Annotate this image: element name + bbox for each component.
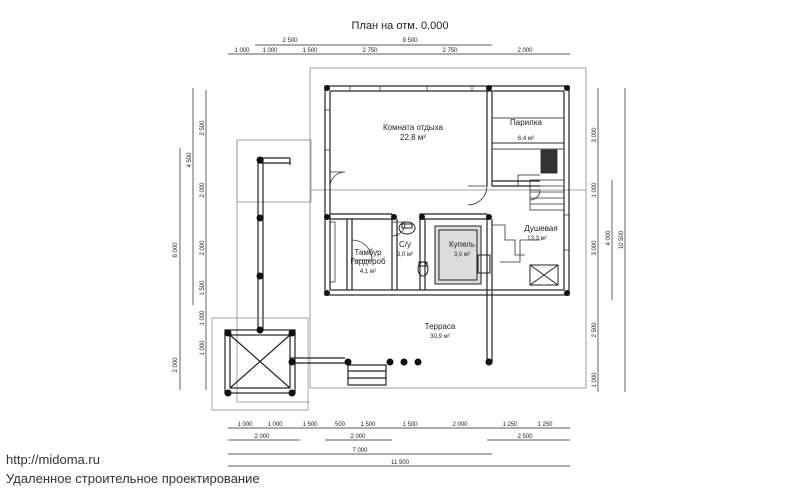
dim-bottom-7000: 7 000 bbox=[352, 448, 368, 454]
dim-top-1: 1 000 bbox=[234, 48, 250, 54]
dim-right-e: 1 000 bbox=[592, 372, 598, 388]
stairs bbox=[492, 179, 565, 263]
dim-bottom-overall: 11 500 bbox=[391, 460, 410, 466]
dim-bottom-3: 1 500 bbox=[302, 422, 318, 428]
dim-top-overall: 9 500 bbox=[402, 38, 418, 44]
room-terrace-area: 30,9 м² bbox=[430, 334, 449, 340]
dim-left-6: 1 000 bbox=[200, 340, 206, 356]
room-lounge-area: 22,8 м² bbox=[400, 133, 426, 142]
dim-bottom-1: 1 000 bbox=[237, 422, 253, 428]
room-vestibule-name: Тамбур bbox=[354, 248, 382, 257]
dim-left-3: 2 000 bbox=[200, 240, 206, 256]
dim-bottom-mid-1: 2 000 bbox=[254, 434, 270, 440]
dim-right-inner: 4 000 bbox=[606, 230, 612, 246]
dim-top-3: 1 500 bbox=[302, 48, 318, 54]
windows bbox=[324, 85, 570, 283]
room-vestibule-name2: Гардероб bbox=[350, 257, 386, 266]
room-terrace-name: Терраса bbox=[425, 322, 456, 331]
room-shower-area: 13,3 м² bbox=[527, 236, 546, 242]
steam-room bbox=[491, 117, 565, 186]
room-wc-name: С/у bbox=[399, 240, 411, 249]
dim-bottom-7: 2 000 bbox=[452, 422, 468, 428]
dim-left-4: 1 500 bbox=[200, 280, 206, 296]
dim-right-overall: 10 500 bbox=[619, 230, 625, 249]
dim-left-outer: 6 000 bbox=[173, 242, 179, 258]
room-steam-area: 6,4 м² bbox=[518, 136, 534, 142]
dimension-lines bbox=[179, 44, 626, 467]
dim-bottom-2: 1 000 bbox=[267, 422, 283, 428]
room-pool-area: 3,0 м² bbox=[454, 252, 470, 258]
dim-bottom-6: 1 500 bbox=[402, 422, 418, 428]
dim-right-c: 1 000 bbox=[592, 182, 598, 198]
dim-left-2: 2 000 bbox=[200, 182, 206, 198]
dim-top-5: 2 750 bbox=[442, 48, 458, 54]
dim-bottom-4: 500 bbox=[335, 422, 346, 428]
dim-left-bottom: 2 000 bbox=[173, 357, 179, 373]
dim-top-2: 1 000 bbox=[262, 48, 278, 54]
room-wc-area: 3,0 м² bbox=[397, 252, 413, 258]
room-steam-name: Парилка bbox=[510, 118, 542, 127]
dim-right-d: 2 500 bbox=[592, 322, 598, 338]
dim-right-b: 3 000 bbox=[592, 240, 598, 256]
dim-bottom-mid-3: 2 500 bbox=[517, 434, 533, 440]
dim-bottom-8: 1 250 bbox=[502, 422, 518, 428]
dim-right-a: 3 000 bbox=[592, 127, 598, 143]
dim-bottom-9: 1 250 bbox=[537, 422, 553, 428]
door-swings bbox=[329, 171, 541, 261]
terrace bbox=[211, 157, 493, 411]
dim-top-4: 2 750 bbox=[362, 48, 378, 54]
plan-title: План на отм. 0.000 bbox=[351, 20, 449, 32]
footer-url: http://midoma.ru bbox=[6, 452, 100, 467]
dim-left-5: 1 000 bbox=[200, 310, 206, 326]
room-pool-name: Купель bbox=[449, 240, 475, 249]
room-vestibule-area: 4,1 м² bbox=[360, 269, 376, 275]
dim-left-top: 4 500 bbox=[187, 152, 193, 168]
wc-fixtures bbox=[398, 221, 429, 277]
footer-description: Удаленное строительное проектирование bbox=[6, 471, 260, 486]
dim-top-6: 2 000 bbox=[517, 48, 533, 54]
room-shower-name: Душевая bbox=[524, 224, 557, 233]
room-lounge-name: Комната отдыха bbox=[383, 123, 444, 132]
shower-tray bbox=[529, 264, 559, 286]
dim-top-sub: 2 500 bbox=[282, 38, 298, 44]
pool bbox=[434, 225, 491, 285]
dim-bottom-5: 1 500 bbox=[360, 422, 376, 428]
dim-bottom-mid-2: 2 000 bbox=[350, 434, 366, 440]
dim-left-1: 2 500 bbox=[200, 120, 206, 136]
posts bbox=[224, 85, 570, 397]
